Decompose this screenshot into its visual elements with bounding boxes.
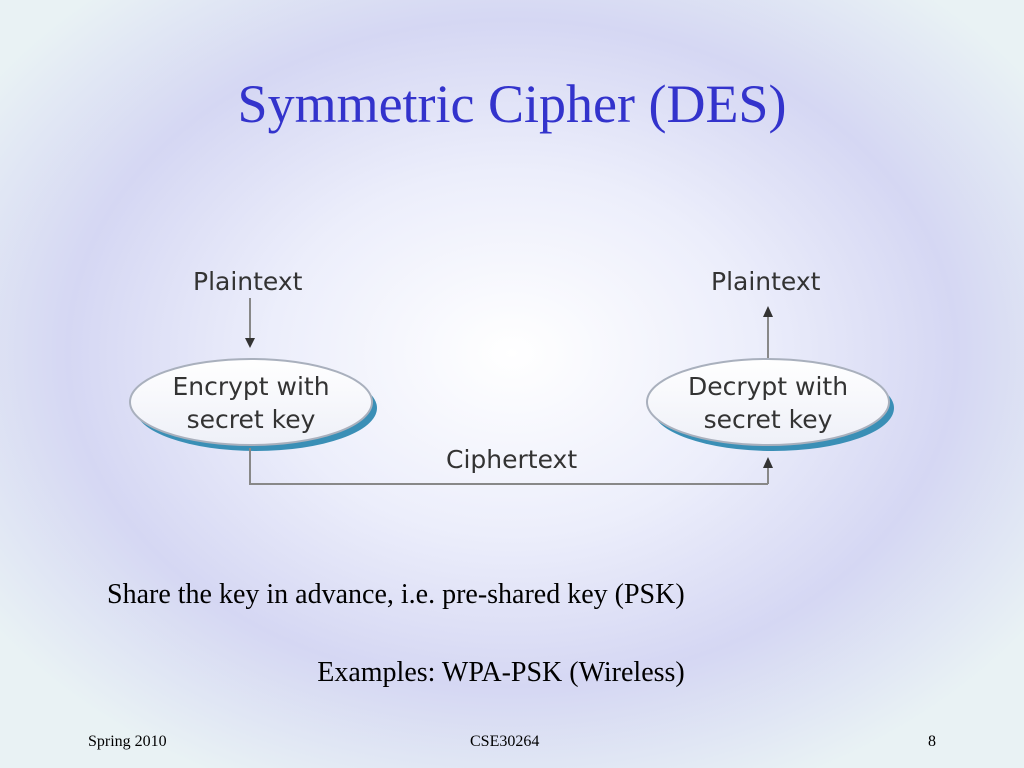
body-text-examples: Examples: WPA-PSK (Wireless) [317, 657, 685, 688]
encrypt-node: Encrypt with secret key [129, 358, 377, 451]
decrypt-label-line2: secret key [704, 405, 833, 434]
encrypt-label-line1: Encrypt with [172, 372, 329, 401]
body-text-psk: Share the key in advance, i.e. pre-share… [107, 579, 685, 610]
plaintext-to-encrypt-arrow [245, 298, 255, 348]
ciphertext-label: Ciphertext [446, 445, 577, 474]
slide-title: Symmetric Cipher (DES) [237, 74, 787, 134]
sender-plaintext-label: Plaintext [193, 267, 303, 296]
ciphertext-connector [249, 448, 773, 485]
receiver-plaintext-label: Plaintext [711, 267, 821, 296]
footer-date: Spring 2010 [88, 733, 167, 750]
decrypt-to-plaintext-arrow [763, 306, 773, 358]
decrypt-label-line1: Decrypt with [688, 372, 848, 401]
footer-page-number: 8 [928, 733, 936, 750]
decrypt-node: Decrypt with secret key [646, 358, 894, 451]
encrypt-label-line2: secret key [187, 405, 316, 434]
footer-course: CSE30264 [470, 733, 540, 750]
